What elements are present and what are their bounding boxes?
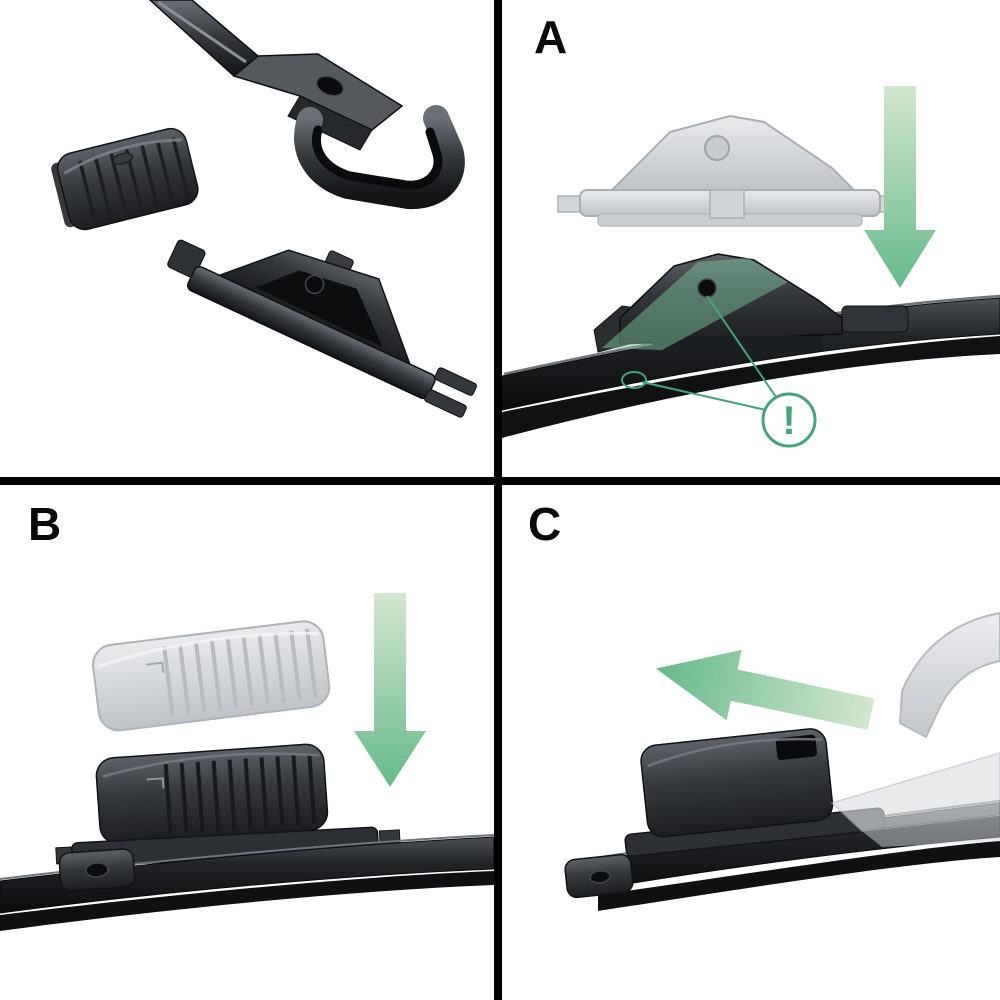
adapter-cap-part: [51, 127, 199, 231]
step-b-illustration: [0, 593, 494, 931]
warning-callout: !: [621, 295, 817, 448]
callout-line: [706, 295, 779, 401]
ghost-adapter: [557, 114, 903, 227]
callout-line: [641, 381, 767, 411]
arrow-down-icon: [354, 593, 426, 787]
divider-horizontal: [0, 477, 1000, 485]
arm-hole: [315, 75, 345, 97]
exclamation-icon: !: [782, 399, 795, 443]
callout-target-ring: [621, 371, 647, 389]
panel-c-label: C: [528, 498, 562, 550]
adapter-on-blade: [593, 253, 909, 353]
ghost-wiper-arm: [898, 611, 1000, 739]
adapter-hole: [304, 274, 325, 295]
locking-pin-hole: [697, 278, 717, 298]
highlight-overlay: [602, 258, 788, 350]
panel-step-b: B: [0, 485, 494, 1000]
cap-on-blade: [624, 728, 886, 857]
wiper-blade: [0, 834, 494, 931]
cap-window: [775, 734, 818, 761]
panel-step-c: C: [502, 485, 1000, 1000]
divider-vertical: [494, 0, 502, 1000]
ghost-cap: [92, 620, 331, 732]
panel-b-label: B: [28, 498, 62, 550]
step-a-illustration: !: [502, 86, 1000, 448]
ghost-blade-overlay: [830, 752, 1000, 847]
wiper-arm-hook: [148, 0, 465, 210]
panel-parts-overview: [0, 0, 494, 477]
panel-step-a: A: [502, 0, 1000, 477]
parts-overview-illustration: [51, 0, 477, 418]
wiper-adapter-part: [167, 239, 477, 418]
arrow-down-icon: [864, 86, 936, 288]
arrow-left-icon: [655, 649, 875, 730]
warning-circle: [761, 392, 817, 448]
cap-on-adapter: [95, 743, 329, 845]
panel-a-label: A: [534, 11, 568, 63]
step-c-illustration: [564, 611, 1000, 911]
